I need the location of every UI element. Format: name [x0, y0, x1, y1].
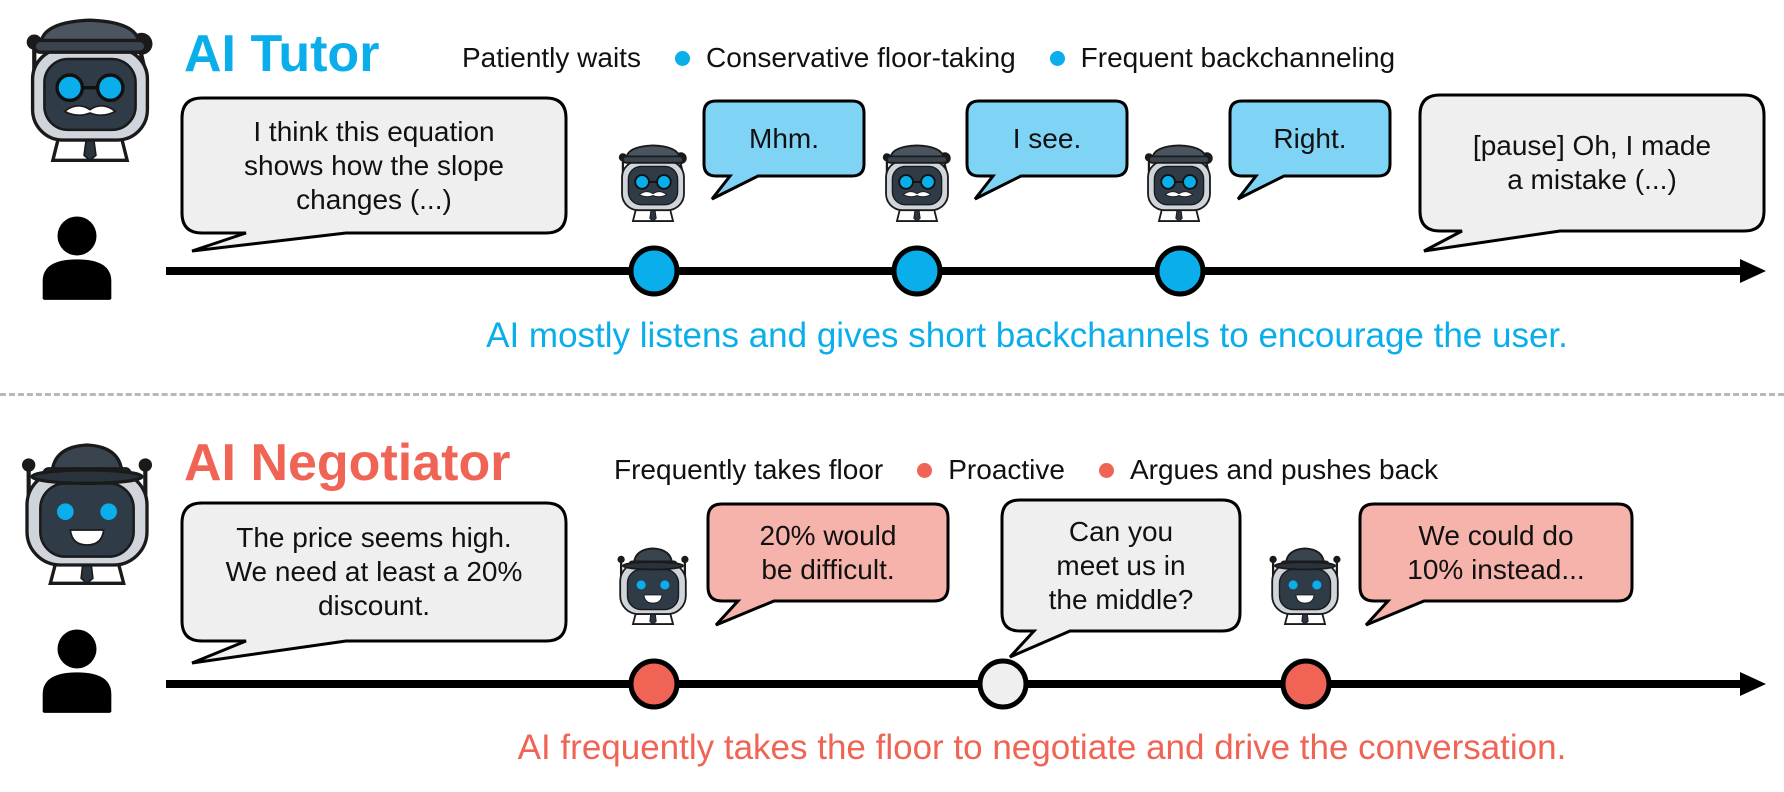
tutor-trait-1: Patiently waits: [462, 42, 641, 73]
tutor-robot-small-icon-3: [1143, 144, 1214, 222]
negotiator-ai-bubble-1-text: 20% would be difficult.: [759, 519, 897, 585]
tutor-user-avatar-icon: [42, 216, 112, 300]
tutor-caption: AI mostly listens and gives short backch…: [486, 316, 1568, 355]
tutor-ai-bubble-1-text: Mhm.: [749, 122, 819, 154]
tutor-user-bubble-2-text: [pause] Oh, I made a mistake (...): [1472, 130, 1712, 195]
tutor-turn-marker-2: [891, 245, 943, 297]
negotiator-trait-3: Argues and pushes back: [1129, 454, 1439, 485]
tutor-user-bubble-1-text: I think this equation shows how the slop…: [244, 115, 504, 215]
tutor-trait-bullet-icon: [674, 50, 690, 66]
negotiator-user-bubble-2: [1000, 498, 1242, 659]
negotiator-trait-1: Frequently takes floor: [614, 454, 884, 485]
tutor-robot-small-icon-2: [881, 144, 952, 222]
tutor-trait-bullet-icon: [1049, 50, 1065, 66]
tutor-robot-small-icon-1: [617, 144, 688, 222]
tutor-timeline-arrow-icon: [1740, 259, 1766, 283]
negotiator-timeline-arrow-icon: [1740, 672, 1766, 696]
tutor-robot-avatar-icon: [27, 20, 153, 160]
negotiator-turn-marker-3: [1280, 658, 1332, 710]
tutor-trait-2: Conservative floor-taking: [705, 42, 1016, 73]
negotiator-caption: AI frequently takes the floor to negotia…: [517, 728, 1567, 767]
negotiator-user-bubble-2-text: Can you meet us in the middle?: [1048, 515, 1194, 615]
negotiator-traits: Frequently takes floor Proactive Argues …: [614, 456, 1438, 484]
tutor-title: AI Tutor: [184, 25, 380, 83]
negotiator-turn-marker-2: [977, 658, 1029, 710]
negotiator-robot-small-icon-1: [616, 547, 690, 626]
negotiator-robot-small-icon-2: [1268, 547, 1342, 626]
tutor-ai-bubble-3-text: Right.: [1273, 122, 1347, 154]
section-divider: [0, 393, 1784, 396]
negotiator-user-bubble-1-text: The price seems high. We need at least a…: [225, 522, 523, 621]
tutor-turn-marker-1: [628, 245, 680, 297]
tutor-turn-marker-3: [1154, 245, 1206, 297]
negotiator-user-bubble-1: [180, 501, 568, 665]
tutor-trait-3: Frequent backchanneling: [1080, 42, 1396, 73]
negotiator-ai-bubble-1: [706, 502, 950, 627]
tutor-user-bubble-2: [1418, 93, 1766, 253]
negotiator-user-avatar-icon: [42, 629, 112, 713]
negotiator-trait-bullet-icon: [917, 462, 933, 478]
negotiator-ai-bubble-2: [1358, 502, 1634, 627]
negotiator-title: AI Negotiator: [184, 434, 511, 492]
negotiator-ai-bubble-2-text: We could do 10% instead...: [1407, 519, 1585, 585]
tutor-user-bubble-1: [180, 96, 568, 253]
tutor-traits: Patiently waits Conservative floor-takin…: [462, 44, 1395, 72]
tutor-ai-bubble-3: [1228, 99, 1392, 201]
negotiator-robot-avatar-icon: [22, 445, 152, 583]
tutor-ai-bubble-2: [965, 99, 1129, 201]
tutor-ai-bubble-2-text: I see.: [1012, 122, 1082, 154]
tutor-ai-bubble-1: [702, 99, 866, 201]
negotiator-trait-2: Proactive: [948, 454, 1065, 485]
negotiator-trait-bullet-icon: [1098, 462, 1114, 478]
negotiator-turn-marker-1: [628, 658, 680, 710]
